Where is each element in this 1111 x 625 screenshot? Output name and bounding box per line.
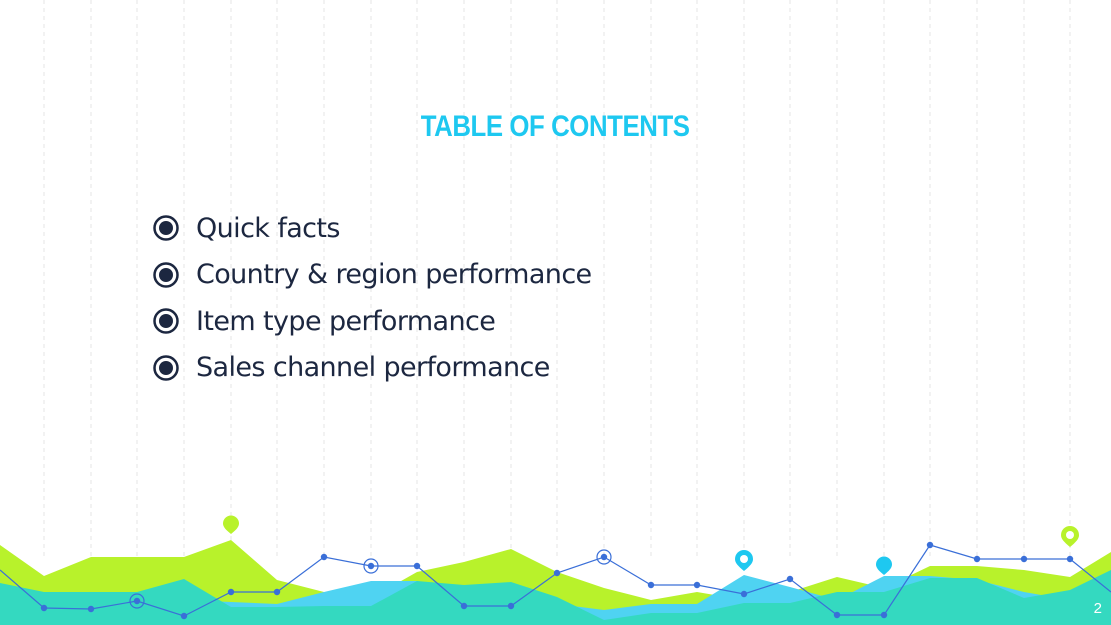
highlight-rings (129, 549, 612, 609)
toc-item-country-region[interactable]: Country & region performance (152, 252, 592, 299)
map-pin-icon (1061, 526, 1079, 547)
radio-bullet-icon (153, 262, 179, 288)
teal-area-shape (0, 570, 1111, 625)
radio-bullet-icon (153, 355, 179, 381)
radio-bullet-icon (153, 215, 179, 241)
toc-item-label: Item type performance (196, 305, 496, 337)
map-pin-icon (735, 550, 753, 571)
table-of-contents-list: Quick facts Country & region performance… (152, 205, 592, 391)
map-pin-icon (876, 556, 892, 575)
radio-bullet-icon (153, 308, 179, 334)
page-number: 2 (1093, 600, 1102, 617)
toc-item-label: Sales channel performance (196, 352, 550, 384)
toc-item-quick-facts[interactable]: Quick facts (152, 205, 592, 252)
trend-line-points (40, 541, 1074, 620)
toc-item-label: Country & region performance (196, 259, 592, 291)
toc-item-label: Quick facts (196, 212, 340, 244)
toc-item-item-type[interactable]: Item type performance (152, 298, 592, 345)
decorative-chart-footer (0, 515, 1111, 625)
slide-title: TABLE OF CONTENTS (420, 110, 690, 143)
map-pin-icon (223, 515, 239, 534)
toc-item-sales-channel[interactable]: Sales channel performance (152, 345, 592, 392)
